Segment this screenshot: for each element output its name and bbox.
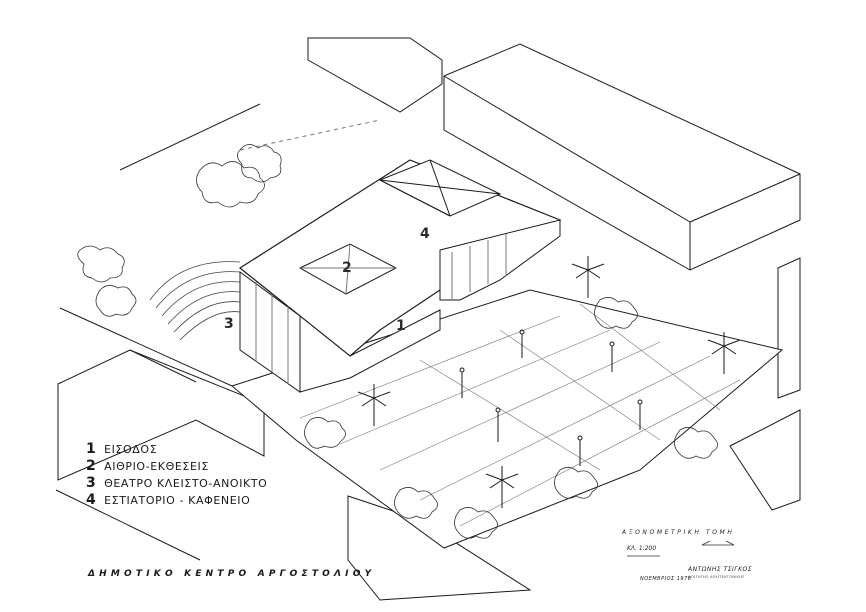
zone-label-atrium: 2 <box>342 260 352 276</box>
building-block-top <box>307 37 443 113</box>
view-title: ΑΞΟΝΟΜΕΤΡΙΚΗ ΤΟΜΗ <box>622 529 735 536</box>
legend-number: 3 <box>86 475 97 491</box>
building-block-right <box>443 43 801 271</box>
legend-number: 1 <box>86 441 97 457</box>
zone-label-theatre: 3 <box>224 316 234 332</box>
legend-label: ΕΙΣΟΔΟΣ <box>104 443 158 456</box>
legend-label: ΕΣΤΙΑΤΟΡΙΟ - ΚΑΦΕΝΕΙΟ <box>104 494 251 507</box>
palm-trees <box>357 256 741 508</box>
author-name: ΑΝΤΩΝΗΣ ΤΣΙΓΚΟΣ <box>688 566 753 573</box>
lamp-posts <box>459 329 643 466</box>
legend-label: ΑΙΘΡΙΟ-ΕΚΘΕΣΕΙΣ <box>104 460 209 473</box>
scale-label: ΚΛ. 1:200 <box>627 545 657 552</box>
legend-number: 4 <box>86 492 97 508</box>
date-label: ΝΟΕΜΒΡΙΟΣ 1976 <box>640 576 692 582</box>
legend-item-atrium: 2 ΑΙΘΡΙΟ-ΕΚΘΕΣΕΙΣ <box>86 458 267 475</box>
legend: 1 ΕΙΣΟΔΟΣ 2 ΑΙΘΡΙΟ-ΕΚΘΕΣΕΙΣ 3 ΘΕΑΤΡΟ ΚΛΕ… <box>86 441 267 509</box>
front-facade <box>299 309 441 393</box>
legend-number: 2 <box>86 458 97 474</box>
trees <box>77 144 718 539</box>
drawing-title: ΔΗΜΟΤΙΚΟ ΚΕΝΤΡΟ ΑΡΓΟΣΤΟΛΙΟΥ <box>88 569 376 579</box>
amphitheatre-seating <box>149 261 241 341</box>
legend-item-theatre: 3 ΘΕΑΤΡΟ ΚΛΕΙΣΤΟ-ΑΝΟΙΚΤΟ <box>86 475 267 492</box>
building-block-far-right <box>777 257 801 399</box>
zone-label-restaurant: 4 <box>420 226 430 242</box>
north-arrow <box>701 540 735 546</box>
legend-item-entrance: 1 ΕΙΣΟΔΟΣ <box>86 441 267 458</box>
building-block-bottom-right <box>729 409 801 511</box>
legend-item-restaurant: 4 ΕΣΤΙΑΤΟΡΙΟ - ΚΑΦΕΝΕΙΟ <box>86 492 267 509</box>
author-subtitle: ΦΟΙΤΗΤΗΣ ΑΡΧΙΤΕΚΤΟΝΙΚΗΣ <box>688 575 745 579</box>
legend-label: ΘΕΑΤΡΟ ΚΛΕΙΣΤΟ-ΑΝΟΙΚΤΟ <box>104 477 268 490</box>
zone-label-entrance: 1 <box>396 318 406 334</box>
